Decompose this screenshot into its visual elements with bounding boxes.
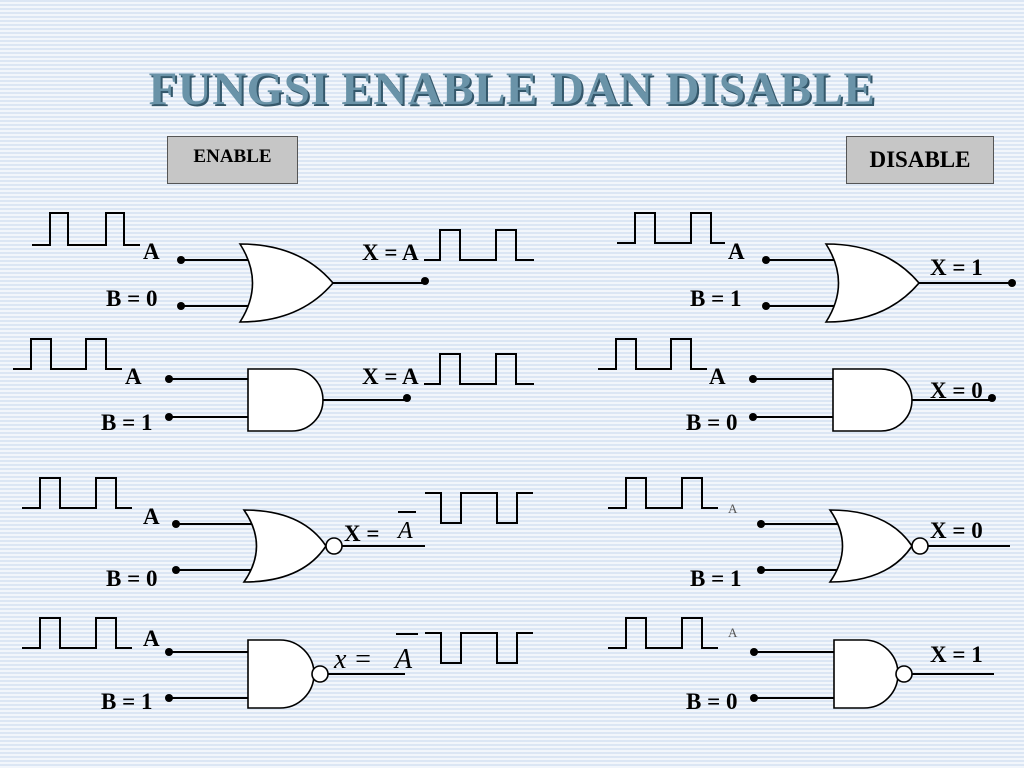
output-label: X = 0 — [930, 378, 983, 403]
output-terminal — [421, 277, 429, 285]
nand-gate-symbol — [833, 639, 899, 709]
nor-gate-symbol — [242, 509, 327, 583]
output-waveform — [425, 492, 533, 524]
input-b-label: B = 0 — [686, 689, 737, 714]
input-a-waveform — [617, 212, 725, 244]
input-a-label: A — [709, 364, 726, 389]
output-label: X = 1 — [930, 255, 983, 280]
output-waveform — [425, 632, 533, 664]
enable-label-box: ENABLE — [167, 136, 298, 184]
disable-and-gate-circuit: A B = 0 X = 0 — [598, 338, 996, 435]
input-a-waveform — [22, 477, 132, 509]
input-b-label: B = 1 — [101, 689, 152, 714]
output-label: X = A — [362, 240, 419, 265]
output-complement-label: A — [393, 644, 413, 675]
enable-and-gate-circuit: A B = 1 X = A — [13, 338, 534, 435]
nand-gate-symbol — [247, 639, 315, 709]
inversion-bubble — [895, 665, 913, 683]
disable-nand-gate-circuit: A B = 0 X = 1 — [608, 617, 994, 714]
input-a-label: A — [143, 626, 160, 651]
output-label: x = — [333, 644, 372, 675]
slide-title: FUNGSI ENABLE DAN DISABLE — [148, 63, 876, 115]
enable-or-gate-circuit: A B = 0 X = A — [32, 212, 534, 323]
input-b-label: B = 0 — [686, 410, 737, 435]
input-a-waveform — [22, 617, 132, 649]
input-a-waveform — [32, 212, 140, 246]
inversion-bubble — [911, 537, 929, 555]
input-a-waveform — [598, 338, 707, 370]
input-a-label: A — [728, 501, 738, 516]
output-label: X = — [344, 521, 379, 546]
input-b-label: B = 1 — [101, 410, 152, 435]
output-waveform — [424, 229, 534, 261]
output-terminal — [988, 394, 996, 402]
output-label: X = 1 — [930, 642, 983, 667]
input-b-label: B = 1 — [690, 566, 741, 591]
input-a-waveform — [13, 338, 122, 370]
input-a-label: A — [143, 239, 160, 264]
output-waveform — [424, 353, 534, 385]
input-a-label: A — [728, 239, 745, 264]
and-gate-symbol — [832, 368, 913, 432]
disable-label-box: DISABLE — [846, 136, 994, 184]
nor-gate-symbol — [828, 509, 913, 583]
output-terminal — [403, 394, 411, 402]
input-b-label: B = 0 — [106, 566, 157, 591]
or-gate-symbol — [238, 243, 335, 323]
input-b-label: B = 1 — [690, 286, 741, 311]
inversion-bubble — [311, 665, 329, 683]
input-a-waveform — [608, 617, 718, 649]
output-label: X = 0 — [930, 518, 983, 543]
enable-nand-gate-circuit: A B = 1 x = A — [22, 617, 533, 714]
input-a-label: A — [143, 504, 160, 529]
output-complement-label: A — [396, 518, 413, 544]
output-terminal — [1008, 279, 1016, 287]
input-a-label: A — [125, 364, 142, 389]
input-a-waveform — [608, 477, 718, 509]
inversion-bubble — [325, 537, 343, 555]
disable-or-gate-circuit: A B = 1 X = 1 — [617, 212, 1016, 323]
and-gate-symbol — [247, 368, 324, 432]
input-b-label: B = 0 — [106, 286, 157, 311]
input-a-label: A — [728, 625, 738, 640]
enable-nor-gate-circuit: A B = 0 X = A — [22, 477, 533, 591]
or-gate-symbol — [824, 243, 921, 323]
disable-nor-gate-circuit: A B = 1 X = 0 — [608, 477, 1010, 591]
output-label: X = A — [362, 364, 419, 389]
